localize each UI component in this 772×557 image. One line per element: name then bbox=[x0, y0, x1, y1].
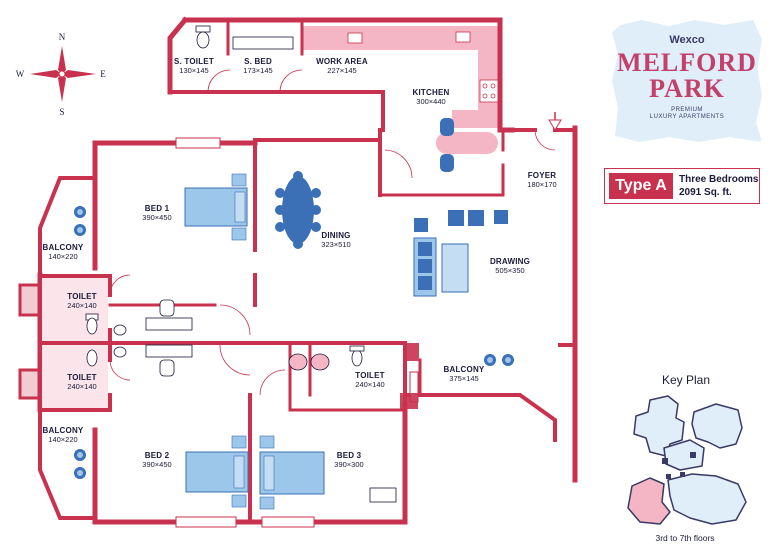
logo-title-line2: PARK bbox=[649, 74, 725, 103]
key-plan-floors: 3rd to 7th floors bbox=[655, 533, 715, 543]
room-size-bed1: 390×450 bbox=[142, 213, 171, 222]
logo-brand: Wexco bbox=[669, 34, 705, 46]
room-size-kitchen: 300×440 bbox=[416, 97, 445, 106]
room-name-bed2: BED 2 bbox=[145, 451, 170, 460]
room-name-balcony-left-bottom: BALCONY bbox=[43, 426, 84, 435]
walls bbox=[18, 16, 578, 525]
dining-table-icon bbox=[275, 171, 321, 249]
sink-icon bbox=[347, 32, 363, 44]
compass-rose-icon bbox=[30, 46, 96, 102]
room-size-balcony-right: 375×145 bbox=[449, 374, 478, 383]
toilet-fixture-icon bbox=[85, 25, 365, 371]
kitchen-counter bbox=[302, 26, 500, 172]
compass-n: N bbox=[59, 32, 66, 42]
toilet-tiles bbox=[42, 278, 108, 408]
room-size-bed3: 390×300 bbox=[334, 460, 363, 469]
room-name-bed3: BED 3 bbox=[337, 451, 362, 460]
unit-area: 2091 Sq. ft. bbox=[679, 187, 732, 198]
room-name-kitchen: KITCHEN bbox=[413, 88, 450, 97]
unit-type-tag: Type A bbox=[609, 173, 673, 199]
room-size-balcony-left-top: 140×220 bbox=[48, 252, 77, 261]
logo-tagline: PREMIUM LUXURY APARTMENTS bbox=[612, 107, 762, 121]
room-name-balcony-right: BALCONY bbox=[444, 365, 485, 374]
logo-tagline-2: LUXURY APARTMENTS bbox=[649, 114, 725, 120]
logo-title-line1: MELFORD bbox=[617, 48, 757, 77]
key-plan-diagram bbox=[627, 395, 747, 525]
room-size-s-bed: 173×145 bbox=[243, 66, 272, 75]
stool-icon bbox=[440, 118, 454, 172]
compass-s: S bbox=[59, 107, 64, 117]
compass-e: E bbox=[100, 69, 106, 79]
sink-icon bbox=[455, 31, 471, 43]
melford-park-logo: Wexco MELFORD PARK PREMIUM LUXURY APARTM… bbox=[612, 20, 762, 142]
room-size-work-area: 227×145 bbox=[327, 66, 356, 75]
room-name-s-bed: S. BED bbox=[244, 57, 272, 66]
entry-arrow-icon bbox=[548, 112, 562, 131]
room-name-toilet-middle: TOILET bbox=[355, 371, 385, 380]
stove-icon bbox=[479, 79, 499, 103]
room-size-foyer: 180×170 bbox=[527, 180, 556, 189]
door-swings bbox=[109, 69, 556, 396]
room-size-toilet-middle: 240×140 bbox=[355, 380, 384, 389]
unit-bedrooms: Three Bedrooms bbox=[679, 174, 759, 185]
room-size-toilet-left-top: 240×140 bbox=[67, 301, 96, 310]
room-name-bed1: BED 1 bbox=[145, 204, 170, 213]
room-size-dining: 323×510 bbox=[321, 240, 350, 249]
desk-icon bbox=[145, 36, 397, 503]
logo-tagline-1: PREMIUM bbox=[671, 107, 703, 113]
room-name-toilet-left-bottom: TOILET bbox=[67, 373, 97, 382]
room-name-work-area: WORK AREA bbox=[316, 57, 368, 66]
windows bbox=[175, 137, 419, 528]
sofa-icon bbox=[413, 210, 508, 297]
room-size-s-toilet: 130×145 bbox=[179, 66, 208, 75]
room-name-balcony-left-top: BALCONY bbox=[43, 243, 84, 252]
room-name-dining: DINING bbox=[321, 231, 350, 240]
compass-w: W bbox=[16, 69, 25, 79]
room-name-s-toilet: S. TOILET bbox=[174, 57, 214, 66]
room-size-toilet-left-bottom: 240×140 bbox=[67, 382, 96, 391]
room-name-toilet-left-top: TOILET bbox=[67, 292, 97, 301]
bed-icon bbox=[184, 173, 248, 241]
room-name-drawing: DRAWING bbox=[490, 257, 530, 266]
unit-type-box: Type A Three Bedrooms 2091 Sq. ft. bbox=[604, 168, 760, 204]
key-plan-title: Key Plan bbox=[661, 373, 711, 387]
room-name-foyer: FOYER bbox=[528, 171, 557, 180]
bed-icon bbox=[185, 435, 249, 508]
balcony-chair-icon bbox=[74, 206, 514, 479]
room-size-drawing: 505×350 bbox=[495, 266, 524, 275]
room-size-balcony-left-bottom: 140×220 bbox=[48, 435, 77, 444]
bed-icon bbox=[259, 435, 325, 510]
room-size-bed2: 390×450 bbox=[142, 460, 171, 469]
